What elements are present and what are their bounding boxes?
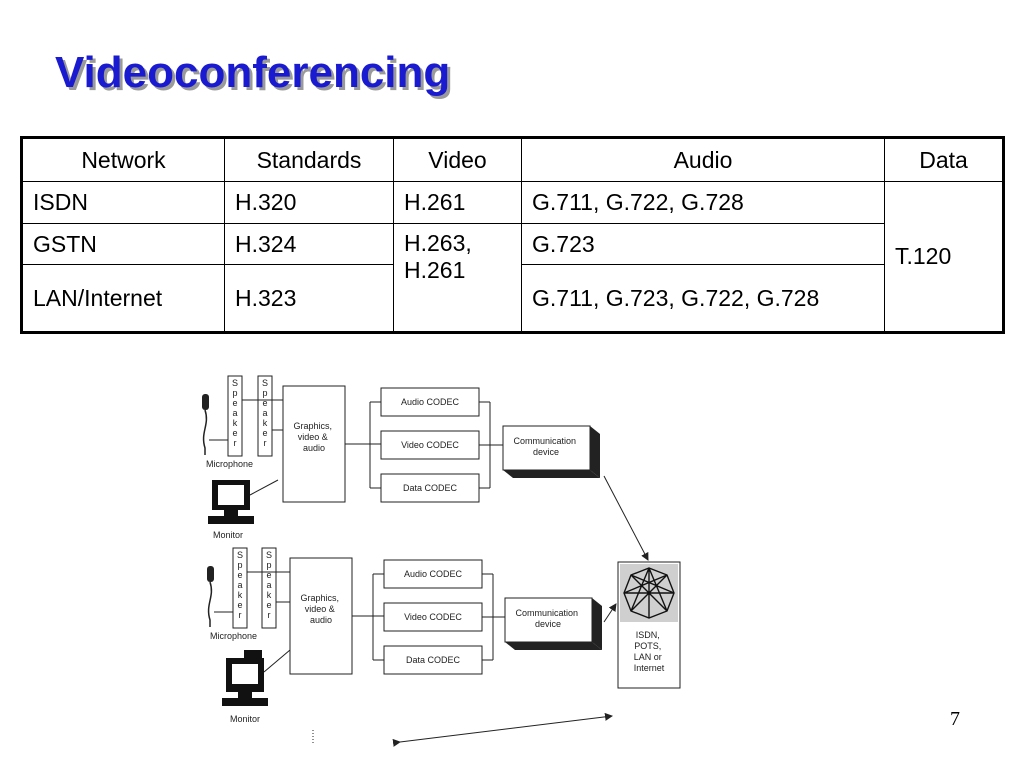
bottom-arrow — [392, 712, 613, 747]
graphics-label: Graphics, video & audio — [293, 421, 334, 453]
microphone-icon — [202, 394, 209, 455]
network-label: ISDN, POTS, LAN or Internet — [634, 630, 665, 673]
cell-audio: G.711, G.723, G.722, G.728 — [521, 264, 885, 333]
speaker-left-box — [232, 547, 248, 629]
slide-title: Videoconferencing — [55, 48, 451, 97]
cell-network: GSTN — [21, 223, 225, 265]
table-row: GSTN H.324 H.263, H.261 G.723 — [21, 223, 1004, 333]
speaker-right-box — [257, 375, 273, 457]
page-number: 7 — [950, 708, 960, 730]
cell-network: LAN/Internet — [21, 264, 225, 333]
cell-data-merged: T.120 — [884, 181, 1004, 333]
cell-standards: H.324 — [224, 223, 394, 265]
communication-device-box — [504, 597, 602, 650]
microphone-label: Microphone — [210, 631, 257, 641]
cell-standards: H.320 — [224, 181, 394, 224]
cell-audio: G.711, G.722, G.728 — [521, 181, 885, 224]
standards-table: Network Standards Video Audio Data ISDN … — [20, 136, 1005, 334]
data-codec-box — [383, 645, 483, 675]
cell-standards: H.323 — [224, 264, 394, 333]
header-data: Data — [884, 137, 1004, 182]
microphone-label: Microphone — [206, 459, 253, 469]
monitor-label: Monitor — [213, 530, 243, 540]
video-codec-box — [380, 430, 480, 460]
cell-network: ISDN — [21, 181, 225, 224]
cell-audio: G.723 — [521, 223, 885, 265]
link-arrow-2 — [603, 603, 617, 623]
audio-codec-box — [383, 559, 483, 589]
graphics-label: Graphics, video & audio — [300, 593, 341, 625]
link-arrow-1 — [603, 475, 649, 561]
data-codec-label: Data CODEC — [403, 483, 458, 493]
speaker-left-box — [227, 375, 243, 457]
cell-video: H.261 — [393, 181, 522, 224]
mesh-network-icon — [623, 567, 675, 619]
speaker-right-box — [261, 547, 277, 629]
header-video: Video — [393, 137, 522, 182]
data-codec-label: Data CODEC — [406, 655, 461, 665]
audio-codec-label: Audio CODEC — [401, 397, 460, 407]
monitor-label: Monitor — [230, 714, 260, 724]
audio-codec-box — [380, 387, 480, 417]
cell-video-merged: H.263, H.261 — [393, 223, 522, 333]
video-codec-label: Video CODEC — [401, 440, 459, 450]
network-cloud: ISDN, POTS, LAN or Internet — [617, 561, 681, 689]
table-row: LAN/Internet H.323 G.711, G.723, G.722, … — [21, 264, 1004, 333]
graphics-box — [282, 385, 346, 503]
communication-device-box — [502, 425, 600, 478]
table-row: ISDN H.320 H.261 G.711, G.722, G.728 T.1… — [21, 181, 1004, 333]
monitor-icon — [222, 649, 291, 706]
video-codec-label: Video CODEC — [404, 612, 462, 622]
audio-codec-label: Audio CODEC — [404, 569, 463, 579]
communication-device-label: Communication device — [515, 608, 580, 629]
header-audio: Audio — [521, 137, 885, 182]
monitor-icon — [208, 479, 279, 524]
microphone-icon — [207, 566, 214, 627]
communication-device-label: Communication device — [513, 436, 578, 457]
